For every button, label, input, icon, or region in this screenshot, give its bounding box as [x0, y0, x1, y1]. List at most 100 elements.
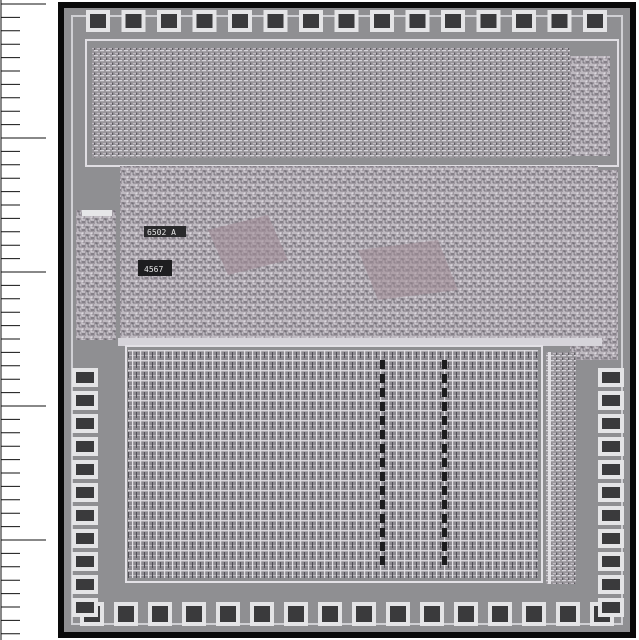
bond-pad-center — [322, 606, 338, 622]
grid-dark-bar — [442, 542, 447, 551]
grid-dark-bar — [442, 528, 447, 537]
grid-dark-bar — [380, 388, 385, 397]
bond-pad-center — [602, 372, 620, 383]
scale-ticks — [1, 3, 46, 635]
grid-dark-bar — [442, 388, 447, 397]
bond-pad-center — [76, 510, 94, 521]
bond-pad-center — [424, 606, 440, 622]
right-logic-column — [570, 170, 618, 360]
bond-pad-center — [602, 556, 620, 567]
bond-pads-right — [598, 368, 624, 617]
top-right-block — [570, 56, 610, 156]
grid-dark-bar — [380, 528, 385, 537]
bond-pad-center — [445, 14, 461, 28]
grid-dark-bar — [380, 402, 385, 411]
grid-dark-bar — [380, 444, 385, 453]
bond-pad-center — [602, 579, 620, 590]
bond-pad-center — [602, 441, 620, 452]
bond-pad-center — [76, 418, 94, 429]
grid-dark-bar — [442, 416, 447, 425]
bond-pad-center — [602, 510, 620, 521]
bond-pad-center — [458, 606, 474, 622]
grid-dark-bar — [442, 514, 447, 523]
grid-dark-bar — [380, 556, 385, 565]
grid-dark-bar — [380, 542, 385, 551]
grid-dark-bar — [442, 374, 447, 383]
grid-dark-bar — [380, 374, 385, 383]
grid-dark-bar — [442, 444, 447, 453]
bond-pad-center — [161, 14, 177, 28]
mauve-area-1 — [208, 215, 288, 275]
bond-pad-center — [602, 602, 620, 613]
bond-pad-center — [560, 606, 576, 622]
grid-dark-bar — [442, 486, 447, 495]
mauve-area-2 — [358, 240, 458, 300]
bond-pads-left — [72, 368, 98, 617]
bond-pad-center — [602, 395, 620, 406]
left-io-column — [76, 210, 116, 340]
left-bracket — [82, 210, 112, 216]
bond-pad-center — [356, 606, 372, 622]
bond-pad-center — [480, 14, 497, 28]
bond-pad-center — [76, 533, 94, 544]
bond-pad-center — [76, 487, 94, 498]
bond-pad-center — [587, 14, 603, 28]
bond-pad-center — [125, 14, 142, 28]
bond-pad-center — [76, 395, 94, 406]
bond-pad-center — [288, 606, 304, 622]
grid-dark-bar — [442, 472, 447, 481]
marking-4567: 4567 — [138, 260, 172, 276]
bond-pad-center — [76, 372, 94, 383]
grid-dark-bar — [380, 360, 385, 369]
bond-pad-center — [76, 441, 94, 452]
grid-dark-bar — [380, 472, 385, 481]
bond-pad-center — [409, 14, 426, 28]
right-bus-edge — [548, 352, 551, 584]
bond-pad-center — [303, 14, 319, 28]
grid-dark-bar — [442, 458, 447, 467]
bond-pad-center — [551, 14, 568, 28]
bond-pad-center — [338, 14, 355, 28]
bond-pad-center — [118, 606, 134, 622]
decode-grid-frame — [125, 345, 543, 583]
bond-pad-center — [186, 606, 202, 622]
marking-6502-a: 6502 A — [144, 226, 186, 237]
marking-6502-a-text: 6502 A — [147, 228, 176, 237]
bond-pad-center — [254, 606, 270, 622]
bond-pad-center — [374, 14, 390, 28]
bond-pad-center — [76, 464, 94, 475]
grid-dark-bar — [442, 430, 447, 439]
grid-dark-bar — [442, 360, 447, 369]
grid-dark-bar — [442, 402, 447, 411]
bond-pad-center — [602, 533, 620, 544]
top-memory-array — [92, 48, 570, 158]
bond-pad-center — [390, 606, 406, 622]
grid-dark-bar — [380, 430, 385, 439]
bond-pads-top — [86, 10, 607, 32]
bond-pad-center — [232, 14, 248, 28]
bond-pad-center — [526, 606, 542, 622]
bond-pad-center — [152, 606, 168, 622]
bond-pad-center — [602, 487, 620, 498]
grid-dark-bar — [442, 556, 447, 565]
bond-pad-center — [602, 418, 620, 429]
bond-pad-center — [492, 606, 508, 622]
decode-grid-dark-bars — [380, 360, 447, 565]
bond-pad-center — [76, 556, 94, 567]
marking-4567-text: 4567 — [144, 265, 163, 274]
grid-dark-bar — [380, 416, 385, 425]
bond-pad-center — [76, 602, 94, 613]
horizontal-bus — [118, 338, 602, 346]
measurement-scale — [0, 0, 46, 640]
grid-dark-bar — [380, 514, 385, 523]
grid-dark-bar — [380, 500, 385, 509]
chip-die-micrograph: 6502 A 4567 — [58, 2, 636, 638]
bond-pad-center — [516, 14, 532, 28]
grid-dark-bar — [380, 458, 385, 467]
bond-pad-center — [220, 606, 236, 622]
bond-pad-center — [90, 14, 106, 28]
bond-pad-center — [76, 579, 94, 590]
grid-dark-bar — [380, 486, 385, 495]
bond-pad-center — [602, 464, 620, 475]
bond-pad-center — [196, 14, 213, 28]
